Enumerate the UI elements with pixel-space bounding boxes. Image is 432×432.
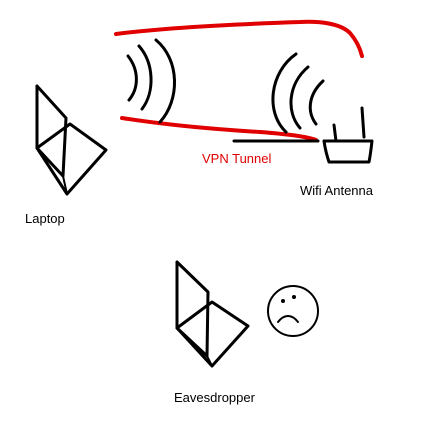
wave-right-1 xyxy=(271,52,298,134)
vpn-tunnel-label: VPN Tunnel xyxy=(202,151,272,166)
frowning-face-icon xyxy=(267,285,319,337)
laptop-hinge xyxy=(62,175,68,195)
antenna-icon xyxy=(322,106,374,164)
laptop-icon xyxy=(35,84,108,196)
face-frown xyxy=(277,315,299,323)
vpn-tunnel-top-line xyxy=(114,19,364,58)
wave-right-3 xyxy=(308,79,325,126)
eavesdropper-laptop-hinge xyxy=(206,355,213,367)
laptop-keyboard xyxy=(35,122,108,196)
wifi-antenna-label: Wifi Antenna xyxy=(300,183,373,198)
wave-left-1 xyxy=(126,54,138,102)
face-eye-left xyxy=(281,299,285,303)
eavesdropper-label: Eavesdropper xyxy=(174,390,255,405)
eavesdropper-laptop-keyboard xyxy=(175,300,250,368)
wave-left-3 xyxy=(154,38,176,124)
wave-right-2 xyxy=(289,65,310,130)
antenna-body xyxy=(322,139,374,164)
antenna-mast-left xyxy=(332,123,338,143)
eavesdropper-laptop-icon xyxy=(175,260,250,368)
face-eye-right xyxy=(292,295,296,299)
laptop-label: Laptop xyxy=(25,211,65,226)
face-outline xyxy=(267,285,319,337)
antenna-mast-right xyxy=(360,106,366,139)
wifi-waves-right xyxy=(271,52,325,134)
wave-left-2 xyxy=(137,44,153,111)
vpn-tunnel-bottom-line xyxy=(120,116,318,142)
wifi-waves-left xyxy=(126,38,176,124)
